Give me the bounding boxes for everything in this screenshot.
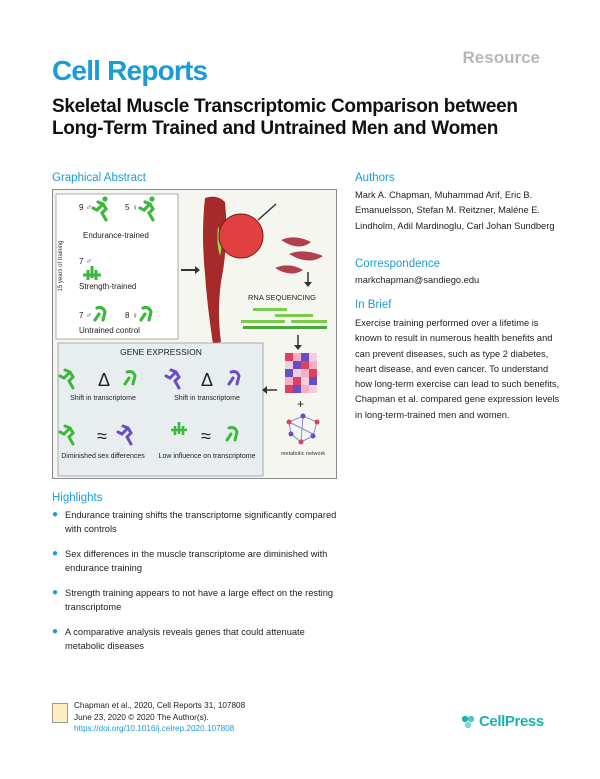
authors-heading: Authors [355,172,395,184]
graphical-abstract-heading: Graphical Abstract [52,172,146,184]
delta-symbol: Δ [98,370,110,390]
citation-line-1: Chapman et al., 2020, Cell Reports 31, 1… [74,701,246,710]
runner-head-icon [102,196,108,202]
years-label: 15 years of training [58,240,64,291]
bullet-icon: ● [52,626,59,637]
leg-muscle-icon [203,196,227,344]
male-symbol: ♂ [86,311,92,320]
female-symbol: ♀ [132,311,138,320]
publisher-name: CellPress [479,713,544,730]
biopsy-circle-icon [218,213,264,259]
lifter-green-icon [171,422,187,435]
read-bar [275,314,313,317]
doi-link[interactable]: https://doi.org/10.1016/j.celrep.2020.10… [74,724,235,733]
sex-label-text: Diminished sex differences [61,453,145,460]
citation-line-2: June 23, 2020 © 2020 The Author(s). [74,712,209,722]
correspondence-heading: Correspondence [355,258,441,270]
sex-label: Diminished sex differences [61,453,145,460]
groups-box [55,193,179,340]
lifter-green-icon [83,266,101,280]
muscle-fiber-icon [275,265,303,274]
muscle-fiber-icon [281,237,311,247]
arrow-head-icon [304,282,312,287]
highlight-item: ● A comparative analysis reveals genes th… [52,625,347,653]
genome-bar [243,326,327,329]
highlight-text: Strength training appears to not have a … [65,588,334,612]
sitter-green-icon [93,305,107,322]
male-symbol: ♂ [86,257,92,266]
runner-purple-icon [116,424,133,446]
runner-green-icon [138,200,156,222]
journal-cover-icon [52,703,68,723]
count-strength-men: 7 [79,257,84,266]
citation-block: Chapman et al., 2020, Cell Reports 31, 1… [74,700,245,735]
male-symbol: ♂ [86,203,92,212]
bullet-icon: ● [52,509,59,520]
sitter-green-icon [123,370,137,386]
in-brief-heading: In Brief [355,299,392,311]
sitter-green-icon [225,426,239,442]
shift-label-1: Shift in transcriptome [70,395,136,402]
runner-purple-icon [164,368,181,390]
article-title: Skeletal Muscle Transcriptomic Compariso… [52,96,518,139]
gene-expression-box [57,342,264,477]
needle-icon [257,203,277,221]
highlight-item: ● Strength training appears to not have a… [52,586,347,614]
in-brief-text: Exercise training performed over a lifet… [355,318,560,420]
cellpress-logo: CellPress [460,713,544,730]
low-label: Low influence on transcriptome [159,453,256,460]
rna-seq-label: RNA SEQUENCING [248,293,316,302]
runner-green-icon [58,424,75,446]
runner-green-icon [58,368,75,390]
read-bar [291,320,327,323]
female-symbol: ♀ [132,203,138,212]
count-untrained-men: 7 [79,311,84,320]
journal-name: Cell Reports [52,55,208,86]
sitter-purple-icon [227,370,241,386]
approx-symbol: ≈ [97,426,107,446]
metabolic-label: metabolic network [281,451,326,457]
article-type-label: Resource [462,48,540,67]
graphical-abstract-figure: 15 years of training 9 ♂ 5 ♀ Endurance-t… [52,189,337,479]
read-bar [253,308,287,311]
untrained-label: Untrained control [79,326,140,335]
count-endurance-women: 5 [125,203,130,212]
highlight-item: ● Endurance training shifts the transcrip… [52,508,347,536]
authors-list: Mark A. Chapman, Muhammad Arif, Eric B. … [355,190,555,231]
count-endurance-men: 9 [79,203,84,212]
correspondence-email-link[interactable]: markchapman@sandiego.edu [355,275,480,285]
delta-symbol: Δ [201,370,213,390]
highlight-item: ● Sex differences in the muscle transcrip… [52,547,347,575]
graphical-abstract-svg: 15 years of training 9 ♂ 5 ♀ Endurance-t… [55,193,327,477]
arrow-head-icon [195,266,200,274]
highlights-list: ● Endurance training shifts the transcrip… [52,508,347,664]
shift-label-2-text: Shift in transcriptome [174,395,240,402]
cellpress-icon [461,715,475,728]
heatmap-icon [285,353,317,393]
bullet-icon: ● [52,548,59,559]
highlight-text: Endurance training shifts the transcript… [65,510,337,534]
approx-symbol: ≈ [201,426,211,446]
gene-expression-label: GENE EXPRESSION [120,347,202,357]
highlight-text: A comparative analysis reveals genes tha… [65,627,305,651]
plus-symbol: + [297,397,304,411]
muscle-fiber-icon [289,251,323,261]
runner-green-icon [91,200,109,222]
arrow-head-icon [294,345,302,350]
highlights-heading: Highlights [52,492,103,504]
count-untrained-women: 8 [125,311,130,320]
low-label-text: Low influence on transcriptome [159,453,256,460]
strength-label: Strength-trained [79,282,136,291]
runner-head-icon [149,196,155,202]
highlight-text: Sex differences in the muscle transcript… [65,549,328,573]
read-bar [241,320,285,323]
sitter-green-icon [139,305,153,322]
shift-label-2: Shift in transcriptome [174,395,240,402]
endurance-label: Endurance-trained [83,231,149,240]
arrow-head-icon [262,386,267,394]
bullet-icon: ● [52,587,59,598]
shift-label-1-text: Shift in transcriptome [70,395,136,402]
